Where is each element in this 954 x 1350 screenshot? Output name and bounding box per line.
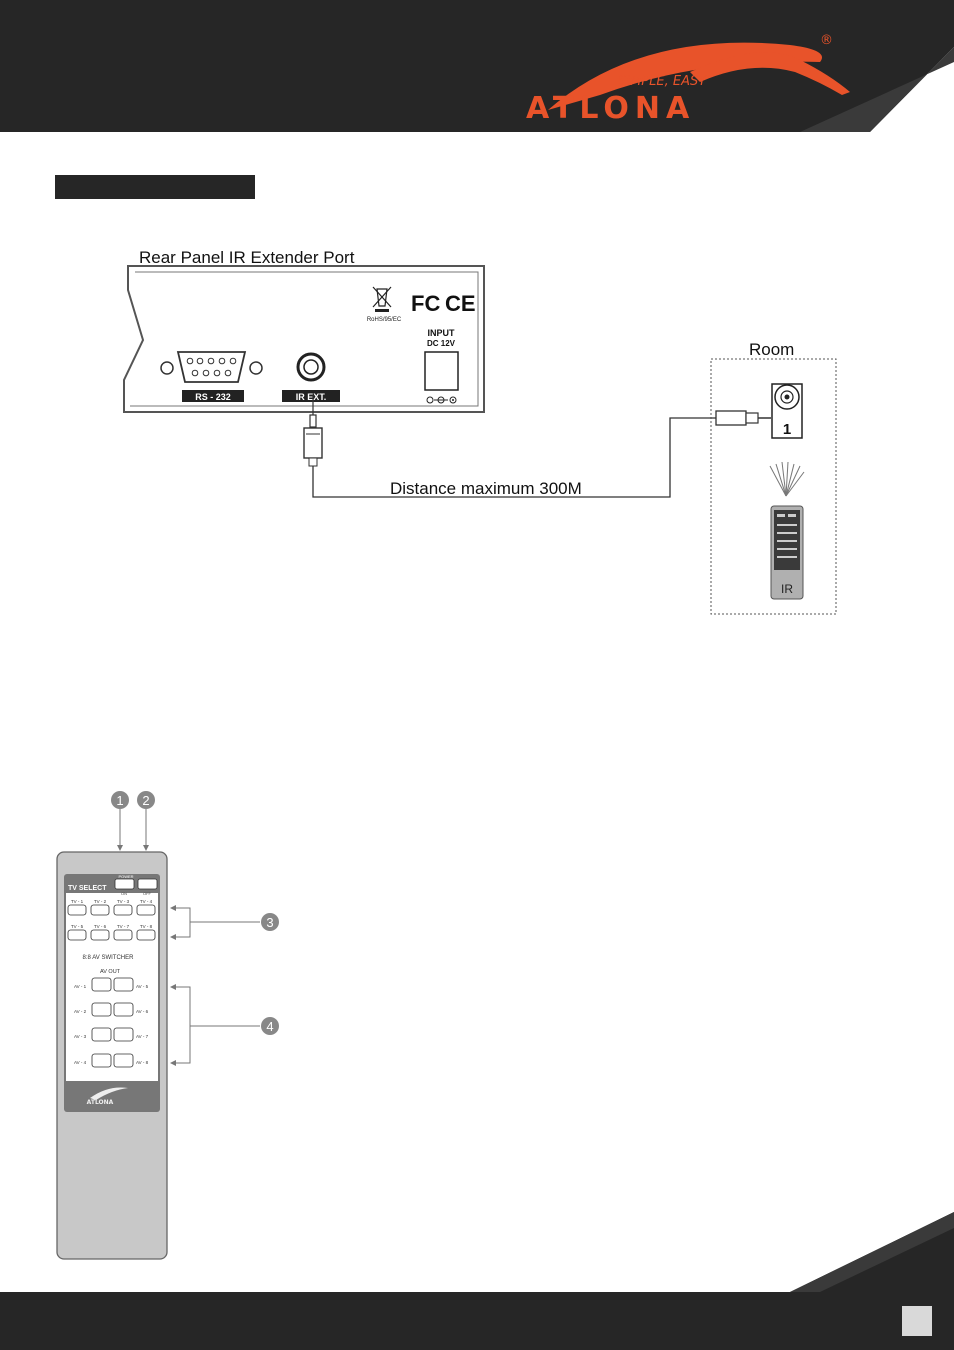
svg-text:AV - 8: AV - 8: [136, 1060, 149, 1065]
room-label: Room: [749, 340, 794, 359]
footer-bar: [0, 1212, 954, 1350]
svg-text:AV - 1: AV - 1: [74, 984, 87, 989]
callout-3-bracket: [173, 907, 260, 938]
header-bar: [0, 0, 954, 132]
svg-text:3: 3: [266, 915, 273, 930]
tv-1-button[interactable]: [67, 904, 87, 916]
svg-text:TV - 3: TV - 3: [117, 899, 130, 904]
rs232-port: RS - 232: [160, 351, 263, 402]
registered-mark: ®: [820, 33, 833, 48]
ir-cable: [312, 417, 716, 498]
svg-text:TV - 4: TV - 4: [140, 899, 153, 904]
tv-select-label: TV SELECT: [68, 885, 107, 892]
switcher-label: 8:8 AV SWITCHER: [83, 955, 135, 961]
av-6-button[interactable]: [113, 1002, 134, 1017]
section-label-bar: [55, 175, 255, 199]
tv-6-button[interactable]: [90, 929, 110, 941]
ir-signal-icon: [769, 461, 805, 497]
panel-title: Rear Panel IR Extender Port: [139, 248, 355, 267]
rohs-label: RoHS/95/EC: [367, 317, 402, 323]
dc-label: DC 12V: [427, 339, 456, 348]
svg-text:TV - 5: TV - 5: [71, 924, 84, 929]
tv-8-button[interactable]: [136, 929, 156, 941]
tv-5-button[interactable]: [67, 929, 87, 941]
ir-ext-port: IR EXT.: [282, 352, 340, 402]
svg-text:AV - 5: AV - 5: [136, 984, 149, 989]
svg-text:TV - 1: TV - 1: [71, 899, 84, 904]
fcc-mark: FC: [411, 291, 440, 316]
av-1-button[interactable]: [91, 977, 112, 992]
power-label: POWER: [118, 874, 133, 879]
callout-2: 2: [137, 791, 155, 851]
ir-plug: [303, 395, 323, 467]
receiver-plug: [715, 410, 771, 426]
svg-text:TV - 6: TV - 6: [94, 924, 107, 929]
dc-input-port: INPUT DC 12V: [424, 328, 459, 404]
logo-brand-name: ATLONA: [526, 91, 695, 126]
page-number-box: [902, 1306, 932, 1336]
svg-text:TV - 7: TV - 7: [117, 924, 130, 929]
svg-text:AV - 7: AV - 7: [136, 1034, 149, 1039]
svg-text:TV - 2: TV - 2: [94, 899, 107, 904]
svg-text:AV - 6: AV - 6: [136, 1009, 149, 1014]
distance-label: Distance maximum 300M: [390, 479, 582, 498]
power-off-button[interactable]: [137, 878, 158, 890]
tv-4-button[interactable]: [136, 904, 156, 916]
tv-7-button[interactable]: [113, 929, 133, 941]
av-7-button[interactable]: [113, 1027, 134, 1042]
logo-tagline: SIMPLE, EASY: [618, 74, 707, 89]
svg-text:1: 1: [116, 793, 123, 808]
ir-ext-label: IR EXT.: [296, 392, 327, 402]
av-4-button[interactable]: [91, 1053, 112, 1068]
atlona-logo: SIMPLE, EASY ATLONA ®: [526, 33, 850, 126]
av-2-button[interactable]: [91, 1002, 112, 1017]
svg-text:2: 2: [142, 793, 149, 808]
av-5-button[interactable]: [113, 977, 134, 992]
ce-mark: CE: [445, 291, 476, 316]
rs232-label: RS - 232: [195, 392, 231, 402]
tv-2-button[interactable]: [90, 904, 110, 916]
svg-text:AV - 4: AV - 4: [74, 1060, 87, 1065]
av-8-button[interactable]: [113, 1053, 134, 1068]
input-label: INPUT: [428, 328, 456, 338]
callout-1: 1: [111, 791, 129, 851]
power-off-label: OFF: [143, 891, 152, 896]
svg-text:4: 4: [266, 1019, 273, 1034]
av-out-label: AV OUT: [100, 969, 121, 975]
svg-text:AV - 2: AV - 2: [74, 1009, 87, 1014]
callout-4: 4: [261, 1017, 279, 1035]
remote-diagram: 1 2 TV SELECT POWER ON OFF TV - 1 TV - 2…: [56, 791, 279, 1260]
svg-text:AV - 3: AV - 3: [74, 1034, 87, 1039]
remote-logo-text: ATLONA: [87, 1099, 114, 1106]
receiver-number: 1: [783, 421, 791, 438]
power-on-button[interactable]: [114, 878, 135, 890]
svg-text:TV - 8: TV - 8: [140, 924, 153, 929]
remote-ir-label: IR: [781, 582, 793, 596]
av-3-button[interactable]: [91, 1027, 112, 1042]
power-on-label: ON: [121, 891, 127, 896]
ir-remote-small: IR: [770, 505, 804, 600]
room-box: [710, 358, 837, 615]
callout-3: 3: [261, 913, 279, 931]
callout-4-bracket: [173, 986, 260, 1064]
ir-extender-diagram: Rear Panel IR Extender Port RS - 232: [123, 248, 837, 615]
ir-receiver: 1: [771, 383, 803, 439]
compliance-marks: RoHS/95/EC FC CE: [367, 286, 476, 323]
remote-logo-icon: [90, 1087, 128, 1100]
tv-3-button[interactable]: [113, 904, 133, 916]
